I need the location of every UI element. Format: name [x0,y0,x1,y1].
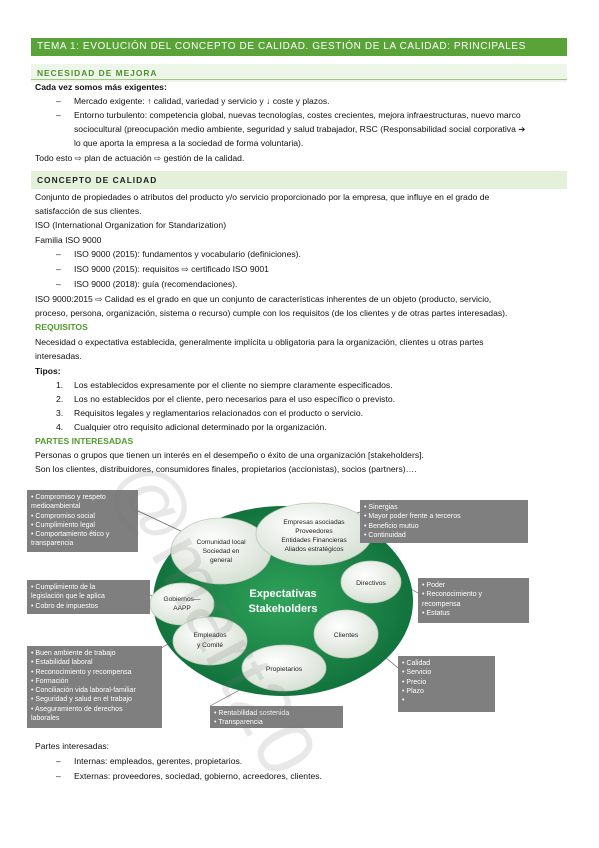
box-empresas: • Sinergias• Mayor poder frente a tercer… [360,500,528,543]
svg-text:Entidades Financieras: Entidades Financieras [281,537,347,544]
section-heading-concepto: CONCEPTO DE CALIDAD [31,171,567,189]
box-empleados: • Buen ambiente de trabajo• Estabilidad … [27,646,162,728]
list-item: Entorno turbulento: competencia global, … [74,110,521,120]
center-title: Stakeholders [248,603,317,615]
list-item-cont: sociocultural (preocupación medio ambien… [74,124,526,134]
necesidad-conclusion: Todo esto ⇨ plan de actuación ⇨ gestión … [35,153,245,163]
list-item: Cualquier otro requisito adicional deter… [74,422,327,432]
svg-text:Directivos: Directivos [356,580,386,587]
box-directivos: • Poder• Reconocimiento y recompensa• Es… [418,578,529,623]
list-item: ISO 9000 (2015): fundamentos y vocabular… [74,249,301,259]
subheading-partes: PARTES INTERESADAS [35,436,134,446]
necesidad-intro: Cada vez somos más exigentes: [35,82,167,92]
iso-text: ISO (International Organization for Stan… [35,220,227,230]
svg-text:AAPP: AAPP [173,605,191,612]
section-heading-necesidad: NECESIDAD DE MEJORA [31,64,567,82]
tipos-label: Tipos: [35,366,61,376]
box-propietarios: • Rentabilidad sostenida• Transparencia [210,706,343,728]
list-item: Externas: proveedores, sociedad, gobiern… [74,771,322,781]
partes-text: Son los clientes, distribuidores, consum… [35,464,417,474]
box-clientes: • Calidad• Servicio • Precio• Plazo • [398,656,495,712]
svg-text:Empleados: Empleados [194,632,228,639]
node-clientes [313,609,379,659]
requisitos-text: interesadas. [35,351,82,361]
center-title: Expectativas [249,588,316,600]
node-directivos [340,560,402,604]
svg-text:Proveedores: Proveedores [295,528,333,535]
svg-text:Empresas asociadas: Empresas asociadas [283,519,345,526]
list-item: Requisitos legales y reglamentarios rela… [74,408,363,418]
subheading-requisitos: REQUISITOS [35,322,88,332]
list-item: Los establecidos expresamente por el cli… [74,380,393,390]
list-item: ISO 9000 (2015): requisitos ⇨ certificad… [74,264,269,274]
svg-text:Propietarios: Propietarios [266,666,303,673]
list-item: ISO 9000 (2018): guía (recomendaciones). [74,279,238,289]
svg-text:y Comité: y Comité [197,642,223,649]
definicion-text: proceso, persona, organización, sistema … [35,308,508,318]
list-item: Los no establecidos por el cliente, pero… [74,394,396,404]
concepto-text: Conjunto de propiedades o atributos del … [35,192,490,202]
svg-text:Sociedad en: Sociedad en [203,548,240,555]
definicion-text: ISO 9000:2015 ⇨ Calidad es el grado en q… [35,294,492,304]
list-item: Internas: empleados, gerentes, propietar… [74,756,243,766]
concepto-text: satisfacción de sus clientes. [35,206,142,216]
list-item: Mercado exigente: ↑ calidad, variedad y … [74,96,330,106]
node-empleados [172,616,248,666]
svg-text:Clientes: Clientes [334,632,359,639]
section-divider [31,79,567,80]
partes-footer-intro: Partes interesadas: [35,741,110,751]
svg-text:Aliados estratégicos: Aliados estratégicos [284,546,344,553]
familia-text: Familia ISO 9000 [35,235,102,245]
requisitos-text: Necesidad o expectativa establecida, gen… [35,337,484,347]
svg-text:Gobiernos—: Gobiernos— [163,596,200,603]
svg-text:general: general [210,557,233,564]
node-propietarios [241,644,327,692]
svg-text:Comunidad local: Comunidad local [196,539,246,546]
list-item-cont: lo que aporta la empresa a la sociedad d… [74,138,304,148]
partes-text: Personas o grupos que tienen un interés … [35,450,424,460]
